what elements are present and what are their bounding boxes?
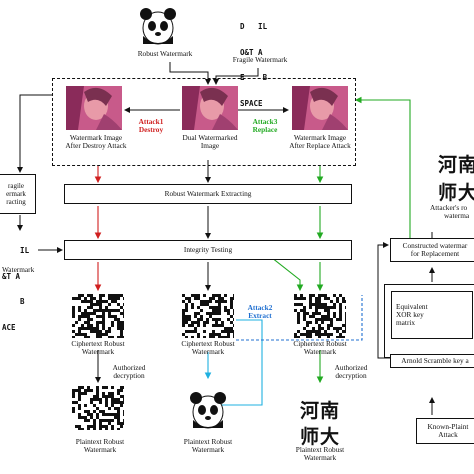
robust-watermark-label: Robust Watermark <box>137 49 193 58</box>
robust-extracting-box: Robust Watermark Extracting <box>64 184 352 204</box>
qr-plain-left <box>72 386 124 430</box>
auth-left-label: Authorized decryption <box>112 363 146 380</box>
fragile-extracting-box: ragile ermark racting <box>0 174 36 214</box>
qr-cipher-mid <box>182 294 234 338</box>
extracted-fragile-symbol: IL &T A B ACE <box>2 246 30 332</box>
attack1-label: Attack1 Destroy <box>138 117 164 134</box>
fragile-watermark-symbol: D IL O&T A E B SPACE <box>240 22 268 108</box>
plain-right-caption: Plaintext Robust Watermark <box>295 445 345 462</box>
fragile-watermark-label: Fragile Watermark <box>232 55 288 64</box>
plain-left-caption: Plaintext Robust Watermark <box>75 437 125 454</box>
attacker-caption: Attacker's ro waterma <box>430 203 470 220</box>
left-watermark-label: Watermark <box>2 265 35 274</box>
lena-dual-image <box>182 86 238 130</box>
attacker-chars-top: 河南 <box>438 154 474 176</box>
auth-right-label: Authorized decryption <box>334 363 368 380</box>
chinese-chars-bottom: 师大 <box>300 426 341 448</box>
qr-cipher-right <box>294 294 346 338</box>
known-plaintext-box: Known-Plaint Attack <box>416 418 474 444</box>
lena-replace-image <box>292 86 348 130</box>
dual-image-caption: Dual Watermarked Image <box>182 133 238 150</box>
attack2-label: Attack2 Extract <box>247 303 273 320</box>
integrity-testing-box: Integrity Testing <box>64 240 352 260</box>
green-arrows <box>261 96 411 384</box>
cipher-mid-caption: Ciphertext Robust Watermark <box>181 339 235 356</box>
xor-key-box: Equivalent XOR key matrix <box>391 291 473 339</box>
chinese-chars-top: 河南 <box>300 400 341 422</box>
panda-plain-icon <box>190 392 226 429</box>
lena-destroy-image <box>66 86 122 130</box>
plain-mid-caption: Plaintext Robust Watermark <box>183 437 233 454</box>
destroy-image-caption: Watermark Image After Destroy Attack <box>65 133 127 150</box>
attack3-label: Attack3 Replace <box>252 117 278 134</box>
top-input-arrows <box>17 62 435 415</box>
qr-cipher-left <box>72 294 124 338</box>
cipher-left-caption: Ciphertext Robust Watermark <box>71 339 125 356</box>
xor-container: Equivalent XOR key matrix <box>384 284 474 358</box>
replace-image-caption: Watermark Image After Replace Attack <box>289 133 351 150</box>
panda-logo-icon <box>140 8 176 45</box>
cipher-right-caption: Ciphertext Robust Watermark <box>293 339 347 356</box>
arnold-key-box: Arnold Scramble key a <box>390 354 474 368</box>
constructed-watermark-box: Constructed watermar for Replacement <box>390 238 474 262</box>
attacker-chars-bottom: 师大 <box>438 182 474 204</box>
attack-images-group <box>52 78 356 166</box>
